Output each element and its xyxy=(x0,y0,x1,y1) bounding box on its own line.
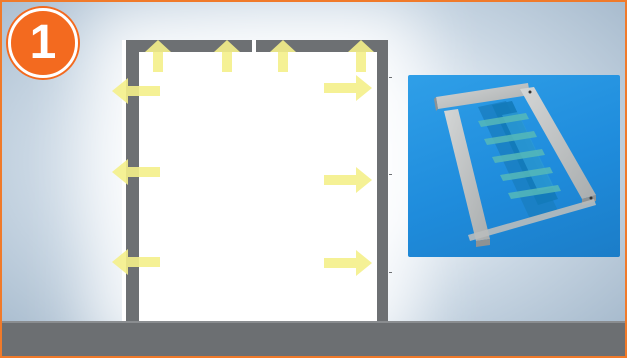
door-frame-kit-icon xyxy=(408,75,620,257)
frame-tick xyxy=(389,272,392,273)
arrow-right-icon xyxy=(324,250,372,276)
arrow-up-icon xyxy=(214,40,240,72)
frame-post-right xyxy=(377,40,388,328)
frame-post-left xyxy=(126,40,139,328)
arrow-up-icon xyxy=(348,40,374,72)
arrow-left-icon xyxy=(112,249,160,275)
arrow-left-icon xyxy=(112,159,160,185)
arrow-up-icon xyxy=(270,40,296,72)
arrow-right-icon xyxy=(324,75,372,101)
arrow-up-icon xyxy=(145,40,171,72)
arrow-left-icon xyxy=(112,78,160,104)
frame-tick xyxy=(389,77,392,78)
frame-tick xyxy=(389,174,392,175)
arrow-right-icon xyxy=(324,167,372,193)
step-number-badge: 1 xyxy=(8,8,78,78)
floor xyxy=(2,321,625,356)
